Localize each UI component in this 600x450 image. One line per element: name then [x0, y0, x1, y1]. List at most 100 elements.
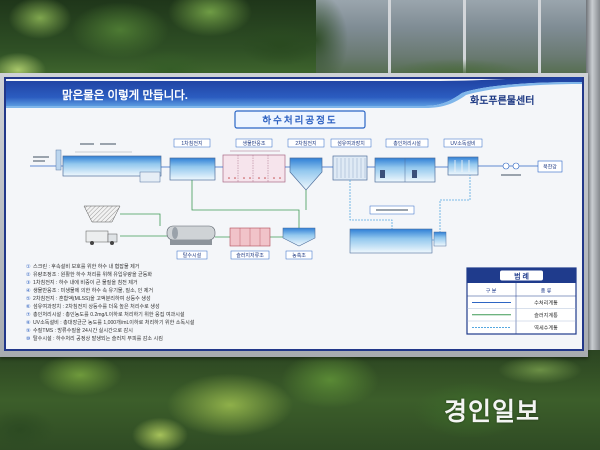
news-watermark: 경인일보	[444, 398, 541, 426]
flow-meter-icon	[502, 162, 510, 170]
tank-divider	[239, 228, 261, 246]
list-item-number: ⑥	[26, 304, 31, 310]
list-item-text: 섬유여과장치 : 2차침전지 상등수를 더욱 높은 처리수로 생성	[33, 303, 160, 310]
list-item-number: ⑩	[26, 336, 31, 342]
truck-cab	[107, 233, 118, 243]
label-box	[173, 138, 211, 148]
sludge-hopper-icon	[83, 205, 121, 223]
label-box	[176, 250, 208, 260]
header-band-accent	[6, 82, 582, 108]
list-item-text: 탈수시설 : 하수처리 공정상 발생되는 슬러지 부피를 감소 시킴	[33, 335, 163, 342]
backwash-tank	[349, 228, 433, 254]
water-flow-line	[161, 165, 538, 168]
equalization-tank	[62, 155, 162, 177]
label-primary-clarifier: 1차침전지	[181, 140, 202, 147]
tms-sensor-icon	[512, 162, 520, 170]
pump-pit	[139, 171, 161, 183]
label-fiber-filter: 섬유여과장치	[337, 140, 365, 147]
illegible-text-mark	[33, 160, 45, 162]
label-box	[287, 138, 325, 148]
label-uv-disinfection: UV소독설비	[450, 140, 475, 147]
truck-body	[85, 230, 109, 243]
list-item-number: ④	[26, 288, 31, 294]
metal-post	[586, 0, 600, 450]
illegible-text-mark	[100, 143, 116, 145]
thickener-tank	[282, 227, 316, 247]
list-item-text: 유량조정조 : 원활한 하수 처리를 위해 유입유량을 균등화	[33, 271, 152, 278]
diagram-title: 하수처리공정도	[262, 115, 337, 127]
backwash-line	[349, 175, 471, 241]
diffuser	[273, 177, 275, 179]
label-bioreactor: 생물반응조	[242, 140, 265, 147]
sign-heading: 맑은물은 이렇게 만듭니다.	[62, 88, 188, 102]
list-item-number: ⑦	[26, 312, 31, 318]
fiber-filter-unit	[332, 155, 368, 181]
diagram-title-frame	[234, 110, 366, 129]
label-box	[285, 250, 313, 260]
center-name: 화도푸른물센터	[470, 94, 534, 107]
primary-clarifier-tank	[169, 157, 216, 181]
list-item-number: ⑨	[26, 328, 31, 334]
machine-base	[170, 240, 212, 245]
legend-row-label: 슬러지계통	[534, 311, 558, 319]
diffuser	[258, 177, 260, 179]
label-phosphorus-treatment: 총인처리시설	[393, 140, 421, 147]
list-item-text: 스크린 : 후속설비 보호를 위한 하수 내 협잡물 제거	[33, 263, 140, 270]
background-building	[316, 0, 586, 80]
legend-row-label: 수처리계통	[534, 299, 558, 307]
process-description-list: ① 스크린 : 후속설비 보호를 위한 하수 내 협잡물 제거 ② 유량조정조 …	[26, 263, 195, 342]
uv-lamps	[454, 160, 470, 172]
truck-wheel	[110, 241, 114, 245]
legend-column-kind: 종 류	[541, 289, 552, 295]
label-thickener: 농축조	[292, 252, 306, 259]
foreground-bushes	[0, 350, 600, 450]
outfall-box	[537, 160, 563, 173]
dewatering-machine	[166, 225, 216, 245]
drum-end	[172, 227, 178, 239]
list-item-text: 2차침전지 : 혼합액(MLSS)을 고액분리하여 상등수 생성	[33, 295, 151, 302]
diffuser	[279, 177, 281, 179]
backwash-pump-pit	[433, 231, 447, 247]
diffuser	[264, 177, 266, 179]
illegible-text-mark	[80, 143, 94, 145]
label-secondary-clarifier: 2차침전지	[295, 140, 316, 147]
sludge-line	[120, 180, 307, 238]
mixer-icon	[412, 170, 417, 178]
legend-title: 범 례	[514, 271, 529, 280]
label-box	[230, 250, 270, 260]
mixer-icon	[380, 170, 385, 178]
secondary-clarifier-tank	[289, 157, 323, 191]
illegible-text-mark	[501, 174, 521, 176]
label-dewatering: 탈수시설	[183, 252, 202, 259]
legend-column-type: 구 분	[486, 289, 497, 295]
illegible-text-mark	[33, 156, 49, 158]
outfall-label: 북한강	[543, 164, 557, 171]
sludge-truck-icon	[85, 230, 118, 245]
diffuser	[249, 177, 251, 179]
list-item-text: 수질TMS : 방류수질을 24시간 실시간으로 감시	[33, 327, 133, 334]
legend-title-plate	[500, 270, 543, 281]
label-box	[235, 138, 273, 148]
list-item-text: UV소독설비 : 총대장균군 농도를 1,000개/mL이하로 처리하기 위한 …	[33, 319, 195, 326]
header-band	[6, 77, 582, 106]
illegible-text-mark	[376, 209, 408, 211]
list-item-number: ①	[26, 264, 31, 270]
list-item-number: ⑤	[26, 296, 31, 302]
uv-disinfection-unit	[447, 156, 479, 176]
filter-media-lines	[336, 158, 366, 178]
list-item-text: 생물반응조 : 미생물에 의한 하수 속 유기물, 질소, 인 제거	[33, 287, 153, 294]
list-item-text: 1차침전지 : 하수 내에 비중이 큰 물질을 침전 제거	[33, 279, 138, 286]
legend-row-label: 역세수계통	[534, 324, 558, 332]
label-sludge-storage: 슬러지저류조	[236, 252, 264, 259]
aeration-diffusers	[228, 177, 281, 179]
diffuser	[234, 177, 236, 179]
list-item-number: ③	[26, 280, 31, 286]
list-item-number: ⑧	[26, 320, 31, 326]
label-box	[330, 138, 372, 148]
diffuser	[228, 177, 230, 179]
bioreactor-tank	[222, 154, 286, 183]
label-box	[385, 138, 429, 148]
screen-unit	[55, 149, 62, 171]
truck-wheel	[90, 241, 94, 245]
